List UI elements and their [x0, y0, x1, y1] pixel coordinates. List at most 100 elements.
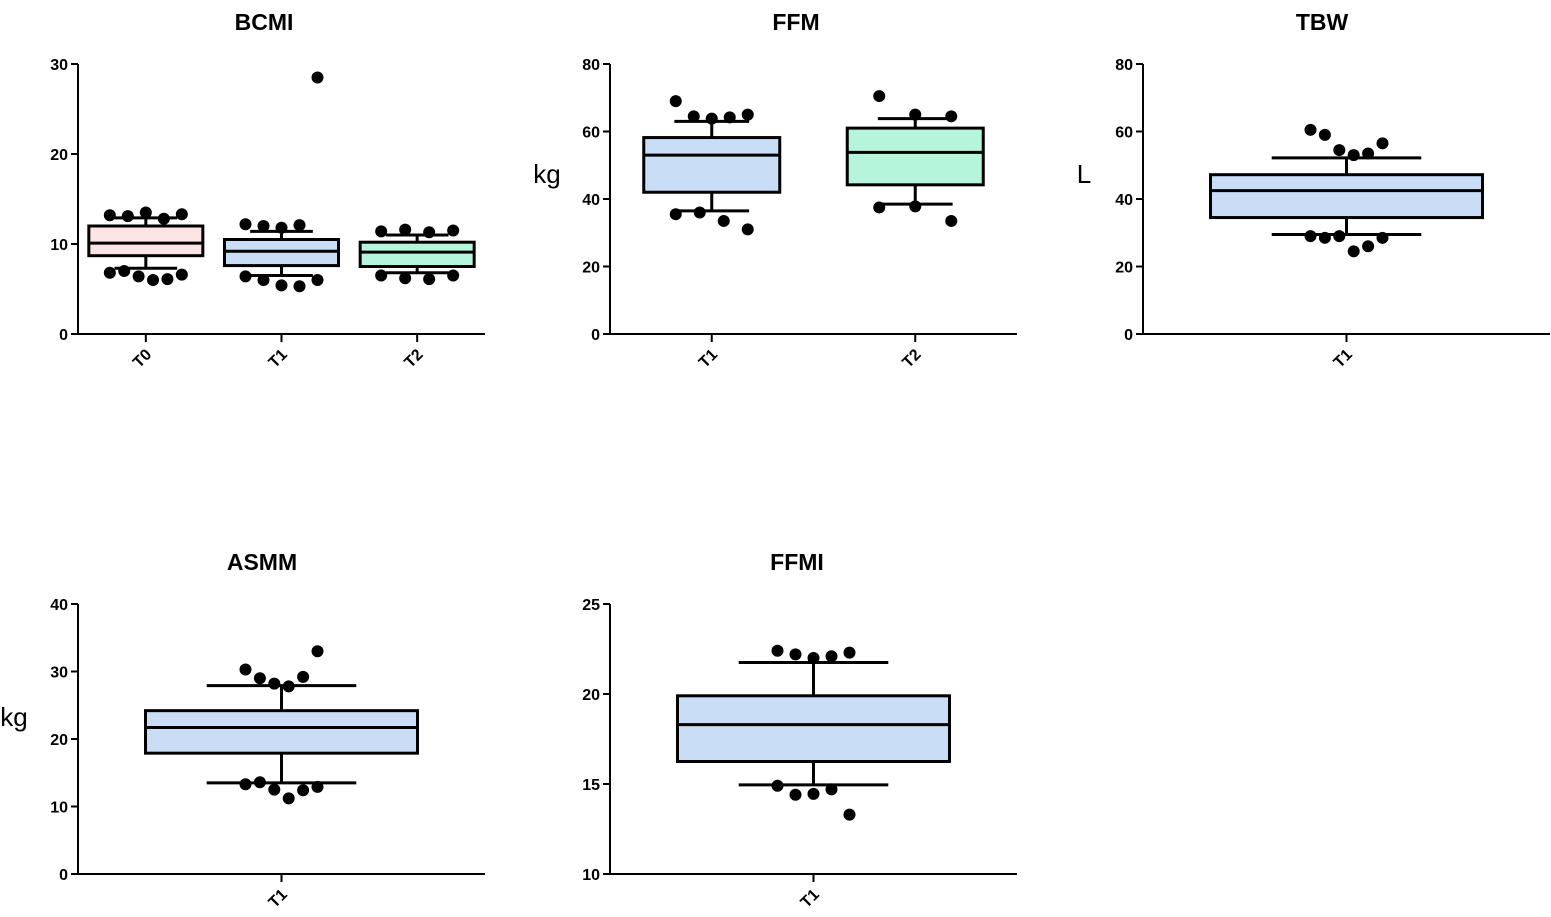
box-t0	[87, 206, 205, 286]
data-point	[807, 787, 820, 800]
data-point	[132, 270, 145, 283]
iqr-box	[676, 694, 951, 763]
data-point	[423, 226, 436, 239]
data-point	[1304, 123, 1317, 136]
x-tick-label: T2	[899, 346, 924, 371]
y-tick-label: 80	[582, 57, 600, 74]
data-point	[175, 268, 188, 281]
data-point	[909, 108, 922, 121]
data-point	[825, 650, 838, 663]
y-tick-label: 10	[50, 237, 68, 254]
y-axis-label: kg	[0, 702, 27, 732]
data-point	[275, 279, 288, 292]
data-point	[789, 788, 802, 801]
box-t1	[1209, 123, 1484, 258]
y-tick-label: 0	[59, 327, 68, 344]
data-point	[375, 269, 388, 282]
data-point	[399, 223, 412, 236]
y-tick-label: 20	[1115, 260, 1133, 277]
data-point	[717, 214, 730, 227]
data-point	[669, 95, 682, 108]
data-point	[293, 280, 306, 293]
data-point	[118, 265, 131, 277]
y-tick-label: 0	[59, 867, 68, 884]
data-point	[1333, 144, 1346, 157]
y-tick-label: 60	[1115, 125, 1133, 142]
y-tick-label: 40	[582, 192, 600, 209]
y-tick-label: 40	[1115, 192, 1133, 209]
data-point	[311, 71, 324, 84]
data-point	[945, 214, 958, 227]
data-point	[1347, 245, 1360, 258]
iqr-box	[845, 126, 985, 187]
iqr-box	[642, 136, 782, 194]
data-point	[268, 783, 281, 796]
box-t2	[845, 90, 985, 227]
data-point	[807, 652, 820, 664]
chart-title: FFM	[772, 9, 819, 35]
data-point	[275, 221, 288, 234]
data-point	[239, 663, 252, 676]
data-point	[687, 110, 700, 123]
box-t1	[223, 71, 340, 293]
data-point	[139, 206, 152, 219]
data-point	[239, 218, 252, 231]
box-t1	[642, 95, 782, 236]
data-point	[268, 677, 281, 690]
y-tick-label: 0	[1124, 327, 1133, 344]
y-tick-label: 40	[50, 597, 68, 614]
data-point	[1318, 231, 1331, 244]
x-tick-label: T2	[401, 346, 426, 371]
data-point	[771, 779, 784, 792]
data-point	[447, 224, 460, 237]
data-point	[1304, 230, 1317, 243]
y-axis-label: L	[1077, 159, 1091, 189]
box-t2	[358, 223, 476, 286]
x-tick-label: T1	[798, 886, 823, 911]
data-point	[257, 220, 270, 232]
y-tick-label: 20	[582, 260, 600, 277]
data-point	[945, 110, 958, 123]
iqr-box	[144, 709, 419, 755]
data-point	[825, 783, 838, 796]
chart-title: ASMM	[227, 549, 297, 575]
data-point	[311, 274, 324, 286]
iqr-box	[358, 240, 476, 268]
data-point	[297, 670, 310, 683]
x-tick-label: T1	[266, 886, 291, 911]
data-point	[147, 274, 160, 286]
data-point	[1333, 230, 1346, 243]
data-point	[1362, 240, 1375, 253]
data-point	[253, 672, 266, 685]
data-point	[253, 776, 266, 789]
data-point	[873, 90, 886, 103]
data-point	[693, 206, 706, 219]
data-point	[789, 648, 802, 661]
data-point	[311, 645, 324, 658]
chart-title: FFMI	[770, 549, 824, 575]
data-point	[157, 212, 170, 225]
data-point	[175, 208, 188, 221]
data-point	[909, 200, 922, 213]
data-point	[161, 273, 174, 286]
y-axis-label: kg	[533, 159, 560, 189]
chart-title: BCMI	[235, 9, 294, 35]
data-point	[239, 270, 252, 283]
data-point	[239, 778, 252, 791]
y-tick-label: 15	[582, 777, 600, 794]
data-point	[705, 112, 718, 125]
data-point	[1376, 137, 1389, 150]
data-point	[1362, 147, 1375, 160]
data-point	[843, 808, 856, 821]
y-tick-label: 20	[50, 147, 68, 164]
chart-title: TBW	[1296, 9, 1349, 35]
y-tick-label: 60	[582, 125, 600, 142]
y-tick-label: 0	[591, 327, 600, 344]
data-point	[103, 209, 116, 222]
data-point	[771, 644, 784, 657]
